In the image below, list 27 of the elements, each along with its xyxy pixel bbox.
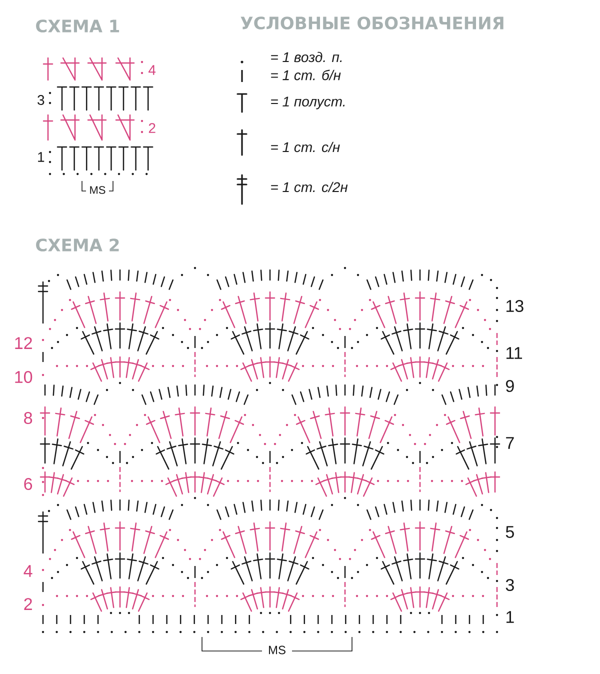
row-number: 9 (506, 380, 514, 392)
row-number: 4 (148, 65, 156, 75)
row-number: 6 (24, 478, 32, 490)
legend-text: = 1 ст. б/н (271, 70, 341, 80)
row-number: 10 (15, 370, 32, 384)
row-number: 11 (506, 347, 522, 359)
repeat-label: MS (269, 646, 286, 654)
row-number: 13 (506, 300, 524, 312)
row-number: 1 (38, 152, 44, 162)
heading: СХЕМА 2 (36, 238, 119, 252)
row-number: 3 (506, 578, 514, 592)
row-number: 5 (506, 526, 514, 538)
row-number: 2 (148, 123, 156, 133)
legend-text: = 1 ст. с/2н (271, 182, 348, 192)
row-number: 7 (506, 437, 514, 449)
heading: СХЕМА 1 (36, 20, 120, 32)
legend-text: = 1 возд. п. (271, 52, 342, 62)
row-number: 3 (38, 95, 44, 105)
row-number: 2 (24, 598, 32, 610)
row-number: 1 (506, 611, 514, 623)
row-number: 8 (24, 412, 32, 424)
legend-text: = 1 полуст. (271, 96, 345, 110)
heading: УСЛОВНЫЕ ОБОЗНАЧЕНИЯ (240, 16, 504, 30)
row-number: 4 (24, 565, 32, 577)
row-number: 12 (15, 337, 32, 349)
repeat-label: MS (90, 186, 106, 194)
legend-text: = 1 ст. с/н (271, 142, 340, 152)
